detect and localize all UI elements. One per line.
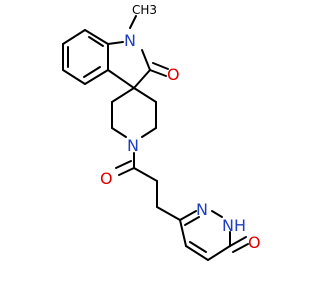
molecule-structure: N CH3 O N O N N H O bbox=[62, 3, 261, 261]
atom-o-amide: O bbox=[100, 169, 113, 188]
atom-n-indole: N bbox=[124, 31, 136, 50]
lactam-ring bbox=[107, 15, 169, 89]
atom-n-pyridazine-1: N bbox=[196, 200, 208, 219]
pyridazinone-ring bbox=[179, 210, 249, 261]
amide-chain bbox=[115, 152, 181, 221]
atom-o-pyridazinone: O bbox=[248, 233, 261, 252]
benzene-ring bbox=[62, 29, 109, 85]
piperidine-ring bbox=[111, 87, 157, 138]
atom-nh-pyridazine: N bbox=[222, 216, 234, 235]
atom-h-pyridazine: H bbox=[234, 216, 246, 235]
atom-o-lactam: O bbox=[167, 65, 180, 84]
atom-n-piperidine: N bbox=[127, 136, 139, 155]
atom-methyl: CH3 bbox=[132, 3, 157, 17]
